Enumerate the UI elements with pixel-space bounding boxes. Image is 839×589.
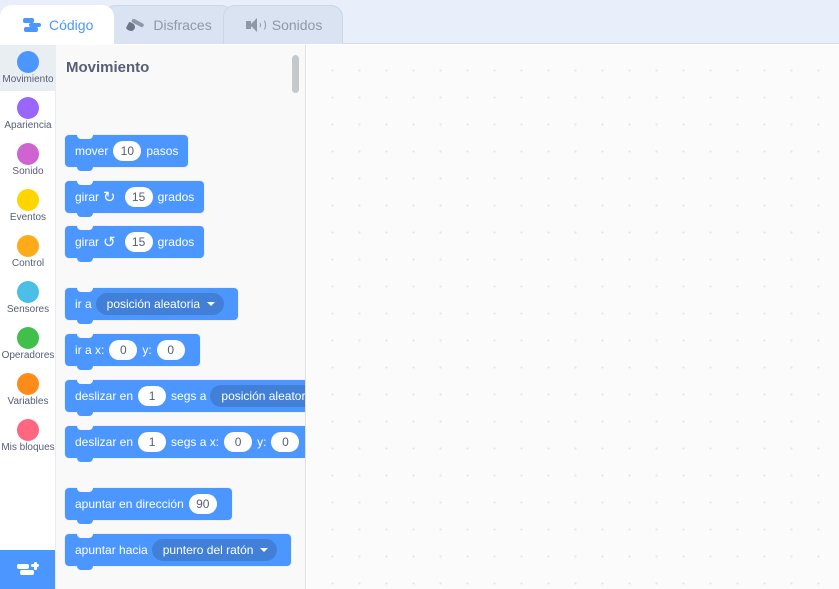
sound-icon: [245, 18, 266, 32]
block-number-input[interactable]: 0: [224, 432, 253, 452]
block-label: apuntar en dirección: [75, 497, 184, 511]
palette-scrollbar-thumb[interactable]: [292, 55, 299, 93]
block-label: girar: [75, 235, 100, 249]
add-extension-icon: [17, 561, 39, 578]
category-variables[interactable]: Variables: [0, 367, 55, 413]
category-color-dot: [17, 51, 39, 73]
tab-sonidos[interactable]: Sonidos: [222, 5, 344, 44]
block-label: segs a: [171, 389, 207, 403]
block-label: grados: [157, 190, 195, 204]
block-dropdown[interactable]: puntero del ratón: [151, 539, 278, 561]
category-color-dot: [17, 281, 39, 303]
block-number-input[interactable]: 1: [138, 432, 167, 452]
category-label: Mis bloques: [1, 442, 55, 453]
tab-bar: Código Disfraces Sonidos: [0, 0, 839, 44]
block-girar-izquierda-grados[interactable]: girar↺ 15 grados: [65, 225, 205, 262]
chevron-down-icon: [260, 548, 269, 552]
category-color-dot: [17, 189, 39, 211]
block-label: deslizar en: [75, 389, 134, 403]
chevron-down-icon: [207, 302, 216, 306]
block-label: girar: [75, 190, 100, 204]
block-ir-a-posicion[interactable]: ir a posición aleatoria: [65, 287, 239, 324]
block-label: segs a x:: [171, 435, 220, 449]
block-girar-derecha-grados[interactable]: girar↻ 15 grados: [65, 180, 205, 217]
brush-icon: [125, 17, 145, 33]
category-label: Sonido: [12, 166, 44, 177]
block-label: pasos: [146, 144, 179, 158]
category-apariencia[interactable]: Apariencia: [0, 91, 55, 137]
category-label: Operadores: [1, 350, 55, 361]
palette-category-header: Movimiento: [66, 59, 150, 76]
block-label: ir a: [75, 297, 92, 311]
block-number-input[interactable]: 1: [138, 386, 167, 406]
block-dropdown-value: puntero del ratón: [162, 543, 254, 557]
block-label: grados: [157, 235, 195, 249]
block-label: apuntar hacia: [75, 543, 148, 557]
category-color-dot: [17, 143, 39, 165]
category-label: Sensores: [6, 304, 50, 315]
category-label: Apariencia: [4, 120, 52, 131]
tab-cdigo[interactable]: Código: [0, 5, 115, 44]
category-label: Movimiento: [2, 74, 54, 85]
block-number-input[interactable]: 15: [124, 232, 153, 252]
block-label: y:: [257, 435, 267, 449]
category-label: Variables: [7, 396, 49, 407]
tab-label: Sonidos: [271, 17, 323, 33]
block-label: ir a x:: [75, 343, 105, 357]
block-dropdown[interactable]: posición aleatoria: [95, 293, 225, 315]
category-operadores[interactable]: Operadores: [0, 321, 55, 367]
add-extension-button[interactable]: [0, 550, 55, 589]
category-label: Control: [11, 258, 45, 269]
category-sensores[interactable]: Sensores: [0, 275, 55, 321]
block-dropdown-value: posición aleatoria: [106, 297, 201, 311]
rotate-counterclockwise-icon: ↺: [103, 233, 116, 251]
category-color-dot: [17, 235, 39, 257]
block-number-input[interactable]: 90: [188, 494, 217, 514]
block-number-input[interactable]: 0: [109, 340, 138, 360]
block-label: mover: [75, 144, 109, 158]
code-icon: [23, 18, 41, 32]
block-number-input[interactable]: 10: [113, 141, 142, 161]
category-color-dot: [17, 97, 39, 119]
category-sonido[interactable]: Sonido: [0, 137, 55, 183]
category-label: Eventos: [9, 212, 47, 223]
script-canvas[interactable]: [307, 45, 839, 589]
category-color-dot: [17, 373, 39, 395]
palette-scrollbar-track[interactable]: [292, 53, 299, 589]
block-number-input[interactable]: 0: [156, 340, 185, 360]
block-mover-pasos[interactable]: mover 10 pasos: [65, 134, 189, 171]
category-color-dot: [17, 419, 39, 441]
block-deslizar-segs-a-posicion[interactable]: deslizar en 1 segs a posición aleatoria: [65, 379, 306, 416]
block-label: y:: [142, 343, 152, 357]
block-dropdown[interactable]: posición aleatoria: [210, 385, 306, 407]
block-dropdown-value: posición aleatoria: [221, 389, 306, 403]
tab-list: Código Disfraces Sonidos: [0, 5, 344, 44]
block-number-input[interactable]: 0: [271, 432, 300, 452]
category-movimiento[interactable]: Movimiento: [0, 45, 55, 91]
category-eventos[interactable]: Eventos: [0, 183, 55, 229]
block-apuntar-en-direccion[interactable]: apuntar en dirección 90: [65, 487, 232, 524]
category-color-dot: [17, 327, 39, 349]
category-misbloques[interactable]: Mis bloques: [0, 413, 55, 459]
tab-label: Código: [49, 17, 94, 33]
tab-disfraces[interactable]: Disfraces: [104, 5, 233, 44]
block-number-input[interactable]: 15: [124, 187, 153, 207]
tab-label: Disfraces: [153, 17, 212, 33]
category-control[interactable]: Control: [0, 229, 55, 275]
block-label: deslizar en: [75, 435, 134, 449]
rotate-clockwise-icon: ↻: [103, 188, 116, 206]
block-deslizar-segs-a-x-y[interactable]: deslizar en 1 segs a x: 0 y: 0: [65, 425, 305, 462]
block-ir-a-x-y[interactable]: ir a x: 0 y: 0: [65, 333, 200, 370]
block-apuntar-hacia[interactable]: apuntar hacia puntero del ratón: [65, 533, 292, 570]
